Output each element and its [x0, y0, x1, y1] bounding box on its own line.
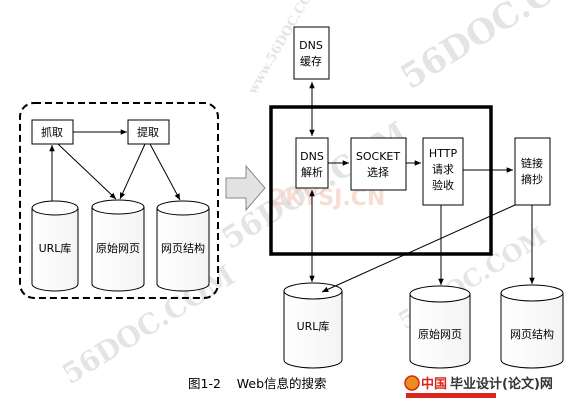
logo-underline	[406, 393, 496, 398]
page-structure-cylinder-left: 网页结构	[156, 200, 210, 292]
figure-caption: 图1-2 Web信息的搜索	[188, 376, 327, 391]
dns-cache-label-1: DNS	[299, 39, 323, 52]
watermark-bottom-left: 56DOC.COM	[56, 259, 240, 391]
link-extract-label-2: 摘抄	[521, 172, 543, 186]
page-structure-label-left: 网页结构	[161, 241, 205, 255]
dns-resolve-label-2: 解析	[301, 165, 323, 179]
transition-arrow	[225, 164, 266, 212]
extract-box	[127, 119, 170, 145]
fetch-label: 抓取	[41, 125, 63, 139]
fetch-box	[31, 119, 74, 145]
logo-prefix: 中国	[421, 376, 447, 392]
link-extract-label-1: 链接	[521, 156, 543, 170]
url-db-cylinder-right: URL库	[283, 282, 343, 369]
raw-pages-cylinder-right: 原始网页	[409, 285, 471, 369]
http-check-box	[422, 137, 464, 206]
raw-pages-cylinder-left: 原始网页	[91, 199, 145, 292]
http-check-label-2: 请求	[432, 163, 454, 176]
logo-text: 毕业设计(论文)网	[450, 376, 553, 392]
page-structure-cylinder-right: 网页结构	[500, 284, 564, 369]
page-structure-label-right: 网页结构	[510, 327, 554, 341]
url-db-label-left: URL库	[39, 242, 72, 255]
extract-label: 提取	[137, 126, 159, 139]
link-extract-box	[514, 137, 551, 206]
logo-emblem-icon	[404, 375, 420, 391]
dns-cache-box	[293, 26, 330, 80]
url-db-cylinder-left: URL库	[31, 200, 79, 292]
arrow-extract-to-structure	[149, 143, 181, 201]
url-db-label-right: URL库	[297, 320, 330, 333]
dns-cache-label-2: 缓存	[300, 54, 322, 68]
watermark-top-right: 56DOC.COM	[394, 0, 587, 98]
socket-select-label-2: 选择	[367, 165, 389, 179]
site-logo: 中国 毕业设计(论文)网	[404, 375, 553, 398]
arrow-link-to-urldb	[321, 204, 516, 293]
raw-pages-label-left: 原始网页	[96, 241, 140, 255]
http-check-label-3: 验收	[432, 178, 454, 192]
left-panel-frame	[19, 102, 219, 299]
socket-select-box	[350, 137, 407, 191]
arrow-fetch-to-rawpages	[57, 143, 117, 200]
right-panel: DNS 缓存 DNS 解析 SOCKET 选择 HTTP 请求 验收 链接 摘抄…	[269, 26, 564, 369]
right-panel-frame	[269, 105, 493, 256]
dns-resolve-label-1: DNS	[300, 150, 324, 163]
arrow-extract-to-rawpages	[119, 143, 146, 200]
socket-select-label-1: SOCKET	[356, 150, 400, 163]
raw-pages-label-right: 原始网页	[418, 327, 462, 341]
dns-resolve-box	[295, 137, 329, 189]
http-check-label-1: HTTP	[429, 147, 458, 160]
left-panel: 抓取 提取 URL库 原始网页 网页结构	[19, 102, 219, 299]
